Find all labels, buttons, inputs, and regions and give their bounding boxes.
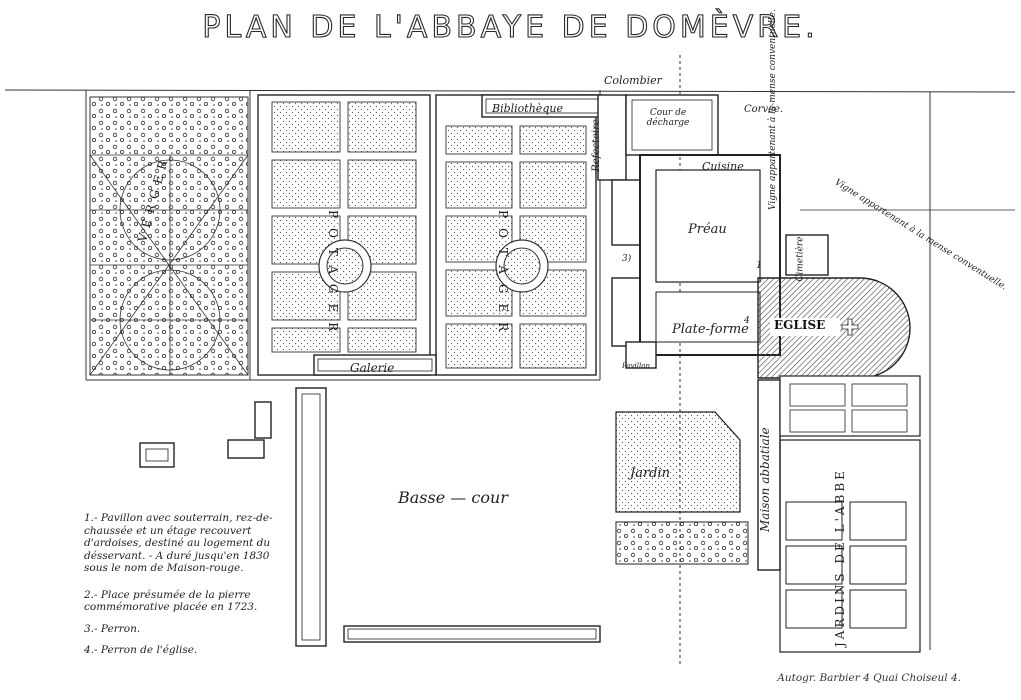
label-plate-forme: Plate-forme — [672, 322, 749, 337]
maison-abbatiale-block — [757, 375, 921, 653]
label-corvee: Corvée. — [744, 104, 784, 115]
eglise-church — [757, 277, 911, 379]
lithographer-credit: Autogr. Barbier 4 Quai Choiseul 4. — [777, 672, 961, 684]
boundary-lines — [4, 55, 1016, 665]
label-num-1: 1 — [756, 260, 763, 271]
plan-title: PLAN DE L'ABBAYE DE DOMÈVRE. — [202, 9, 819, 45]
label-maison-abbatiale: Maison abbatiale — [758, 427, 772, 532]
label-num-4: 4 — [744, 316, 750, 326]
potager-right — [435, 94, 597, 376]
label-colombier: Colombier — [604, 74, 662, 87]
verger-orchard — [89, 96, 249, 376]
potager-left — [257, 94, 431, 376]
legend-item-3: 3.- Perron. — [84, 622, 141, 635]
legend-item-2: 2.- Place présumée de la pierre commémor… — [84, 588, 258, 614]
legend: 1.- Pavillon avec souterrain, rez-de-cha… — [84, 512, 294, 666]
label-jardins-abbe: JARDINS DE L'ABBE — [833, 468, 847, 647]
label-preau: Préau — [688, 222, 727, 237]
legend-item-4: 4.- Perron de l'église. — [84, 644, 198, 656]
label-potager-left: POTAGER — [326, 210, 340, 342]
label-refectoire: Refectoire — [590, 119, 602, 172]
label-cuisine: Cuisine — [702, 160, 744, 173]
label-jardin: Jardin — [630, 466, 671, 481]
label-bibliotheque: Bibliothèque — [492, 102, 563, 115]
label-eglise: EGLISE — [774, 318, 826, 332]
label-galerie: Galerie — [350, 361, 395, 375]
jardin-garden — [615, 411, 749, 565]
small-pavilions — [139, 401, 272, 468]
legend-item-1: 1.- Pavillon avec souterrain, rez-de-cha… — [84, 512, 273, 574]
label-pavillon: Pavillon — [622, 362, 650, 370]
label-cimetiere: Cimetière — [795, 236, 806, 282]
label-vigne-1: Vigne appartenant à la mense conventuell… — [768, 9, 778, 210]
basse-cour-walls — [295, 387, 601, 647]
buildings — [313, 94, 829, 376]
label-num-3: 3) — [622, 254, 632, 264]
label-basse-cour: Basse — cour — [398, 488, 508, 507]
label-potager-right: POTAGER — [496, 210, 510, 342]
label-cour-decharge: Cour de décharge — [646, 108, 690, 128]
